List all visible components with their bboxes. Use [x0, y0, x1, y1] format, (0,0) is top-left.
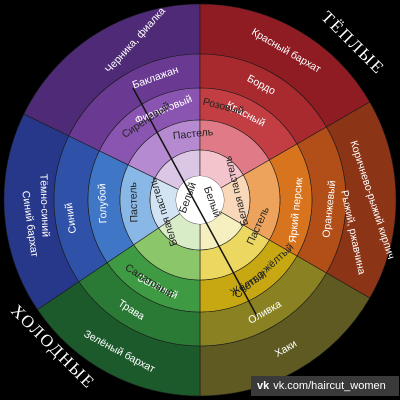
warm-cold-divider-line — [132, 87, 259, 319]
vk-logo-icon: vk — [257, 380, 270, 392]
wheel-label: Пастель — [172, 126, 214, 142]
wheel-label: Голубой — [96, 183, 109, 223]
wheel-label: Тёмно-синий — [37, 174, 51, 238]
wheel-label: Пастель — [127, 181, 140, 222]
wheel-label: Оранжевый — [320, 180, 338, 239]
watermark-text: vk.com/haircut_women — [273, 380, 386, 392]
wheel-segments — [3, 3, 397, 397]
vk-watermark[interactable]: vk vk.com/haircut_women — [251, 376, 399, 396]
wheel-label: Синий — [63, 202, 79, 234]
